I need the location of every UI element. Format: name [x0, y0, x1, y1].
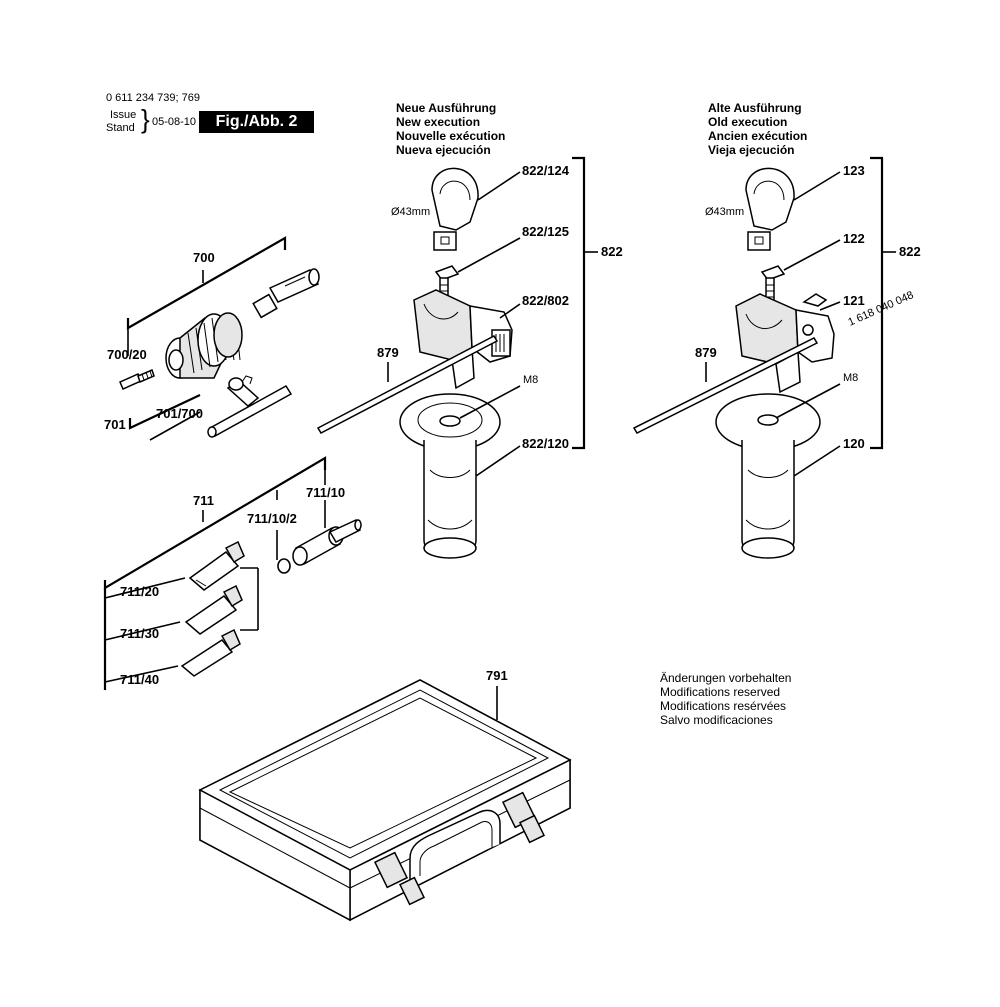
- leader-m8-new: [459, 385, 521, 419]
- label-879-new: 879: [377, 345, 399, 360]
- label-711-10-2: 711/10/2: [247, 511, 297, 526]
- label-701-700: 701/700: [156, 406, 203, 421]
- bracket-822-new: [572, 156, 586, 450]
- issue-date: 05-08-10: [152, 116, 197, 128]
- side-handle-new: [399, 393, 501, 559]
- bit-711-20: [188, 540, 245, 591]
- leader-711-40: [104, 665, 179, 683]
- label-711-40: 711/40: [120, 672, 159, 687]
- clamp-band-new: [431, 167, 479, 251]
- leader-822-802: [499, 303, 521, 319]
- new-execution-en: New execution: [396, 115, 481, 129]
- chuck-key: [207, 375, 293, 438]
- label-m8-old: M8: [843, 372, 858, 384]
- issue-label: Issue: [110, 109, 137, 121]
- drill-chuck: [165, 312, 243, 379]
- label-711-30: 711/30: [120, 626, 159, 641]
- leader-120: [793, 445, 841, 477]
- modifications-note: Änderungen vorbehalten Modifications res…: [660, 671, 791, 727]
- label-711-10: 711/10: [306, 485, 345, 500]
- label-121: 121: [843, 293, 865, 308]
- label-822-new: 822: [601, 244, 623, 259]
- old-execution-fr: Ancien exécution: [708, 129, 808, 143]
- retaining-ring: [277, 558, 291, 574]
- bit-711-30: [184, 584, 243, 635]
- old-handle-group: 822 Ø43mm 123 122: [632, 156, 921, 559]
- leader-701-700: [149, 411, 201, 441]
- label-700-20: 700/20: [107, 347, 147, 362]
- label-822-120: 822/120: [522, 436, 569, 451]
- stand-label: Stand: [106, 122, 135, 134]
- side-handle-old: [715, 393, 821, 559]
- note-es: Salvo modificaciones: [660, 713, 773, 727]
- bit-holder: [292, 518, 362, 566]
- bracket-822-old: [870, 156, 884, 450]
- leader-822-124: [477, 171, 521, 201]
- depth-stop-holder-new: [413, 289, 513, 390]
- leader-m8-old: [775, 383, 841, 419]
- new-execution-de: Neue Ausführung: [396, 101, 497, 115]
- label-120: 120: [843, 436, 865, 451]
- label-822-802: 822/802: [522, 293, 569, 308]
- part-numbers: 0 611 234 739; 769: [106, 92, 200, 104]
- label-711: 711: [193, 493, 214, 508]
- leader-711-30: [104, 621, 181, 641]
- label-dia-old: Ø43mm: [705, 206, 744, 218]
- bracket-701: [128, 394, 201, 430]
- clamp-band-old: [745, 167, 795, 251]
- brace-glyph: }: [141, 104, 150, 134]
- depth-stop-holder-old: [735, 293, 835, 394]
- label-822-old: 822: [899, 244, 921, 259]
- old-execution-en: Old execution: [708, 115, 788, 129]
- label-122: 122: [843, 231, 865, 246]
- old-execution-heading: Alte Ausführung Old execution Ancien exé…: [708, 101, 807, 157]
- note-en: Modifications reserved: [660, 685, 781, 699]
- label-711-20: 711/20: [120, 584, 159, 599]
- new-execution-es: Nueva ejecución: [396, 143, 491, 157]
- bit-711-40: [180, 628, 241, 677]
- leader-122: [783, 239, 841, 271]
- figure-title: Fig./Abb. 2: [199, 111, 314, 133]
- bit-set-group: 711 711/10/2 711/10: [103, 456, 362, 690]
- chuck-group: 700 70: [104, 236, 320, 441]
- new-execution-fr: Nouvelle exécution: [396, 129, 506, 143]
- label-123: 123: [843, 163, 865, 178]
- bracket-711: [103, 456, 327, 590]
- note-fr: Modifications resérvées: [660, 699, 787, 713]
- leader-123: [793, 171, 841, 201]
- chuck-screw: [119, 368, 155, 390]
- label-822-124: 822/124: [522, 163, 570, 178]
- leader-822-125: [457, 237, 521, 273]
- note-de: Änderungen vorbehalten: [660, 671, 792, 685]
- sds-adapter: [252, 268, 320, 319]
- label-822-125: 822/125: [522, 224, 569, 239]
- carrying-case: [198, 679, 572, 922]
- leader-121: [819, 301, 841, 311]
- label-791: 791: [486, 668, 508, 683]
- depth-rod-old: [632, 337, 819, 434]
- label-701: 701: [104, 417, 126, 432]
- label-m8-new: M8: [523, 374, 538, 386]
- label-700: 700: [193, 250, 215, 265]
- depth-rod-new: [316, 335, 499, 434]
- old-execution-de: Alte Ausführung: [708, 101, 802, 115]
- label-879-old: 879: [695, 345, 717, 360]
- new-handle-group: 822 Ø43mm 822/124 822/125: [316, 156, 623, 559]
- new-execution-heading: Neue Ausführung New execution Nouvelle e…: [396, 101, 505, 157]
- label-dia-new: Ø43mm: [391, 206, 430, 218]
- leader-711-20: [104, 577, 186, 599]
- old-execution-es: Vieja ejecución: [708, 143, 795, 157]
- leader-822-120: [475, 445, 521, 477]
- bracket-700: [126, 236, 287, 330]
